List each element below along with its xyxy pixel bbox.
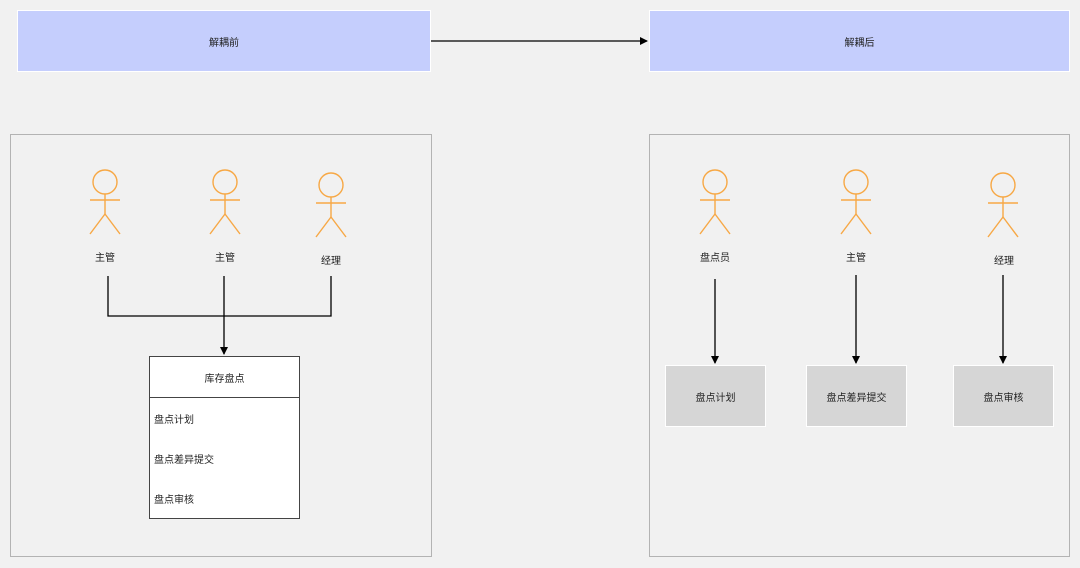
class-row-diff-submit: 盘点差异提交 xyxy=(154,454,214,466)
before-title: 解耦前 xyxy=(209,37,239,49)
after-box-diff-submit-label: 盘点差异提交 xyxy=(826,392,887,404)
before-merge-line xyxy=(107,276,332,317)
after-box-review: 盘点审核 xyxy=(953,365,1054,427)
after-banner: 解耦后 xyxy=(649,10,1070,72)
after-box-plan-label: 盘点计划 xyxy=(695,392,736,404)
after-actor-3-icon xyxy=(987,172,1019,238)
inventory-class-title: 库存盘点 xyxy=(150,357,299,398)
class-row-plan: 盘点计划 xyxy=(154,414,194,426)
after-box-diff-submit: 盘点差异提交 xyxy=(806,365,907,427)
before-actor-label-3: 经理 xyxy=(321,256,341,267)
after-box-review-label: 盘点审核 xyxy=(983,392,1024,404)
after-title: 解耦后 xyxy=(844,37,875,49)
before-actor-1-icon xyxy=(89,169,121,235)
class-row-review: 盘点审核 xyxy=(154,494,194,506)
after-actor-1-icon xyxy=(699,169,731,235)
after-box-plan: 盘点计划 xyxy=(665,365,766,427)
before-actor-label-2: 主管 xyxy=(215,253,235,264)
before-actor-2-icon xyxy=(209,169,241,235)
inventory-class-box: 库存盘点 盘点计划 盘点差异提交 盘点审核 xyxy=(149,356,300,519)
after-actor-2-icon xyxy=(840,169,872,235)
before-actor-3-icon xyxy=(315,172,347,238)
after-actor-label-1: 盘点员 xyxy=(700,253,730,264)
before-banner: 解耦前 xyxy=(17,10,431,72)
after-actor-label-3: 经理 xyxy=(994,256,1014,267)
before-actor-label-1: 主管 xyxy=(95,253,115,264)
after-actor-label-2: 主管 xyxy=(846,253,866,264)
after-panel xyxy=(649,134,1070,557)
